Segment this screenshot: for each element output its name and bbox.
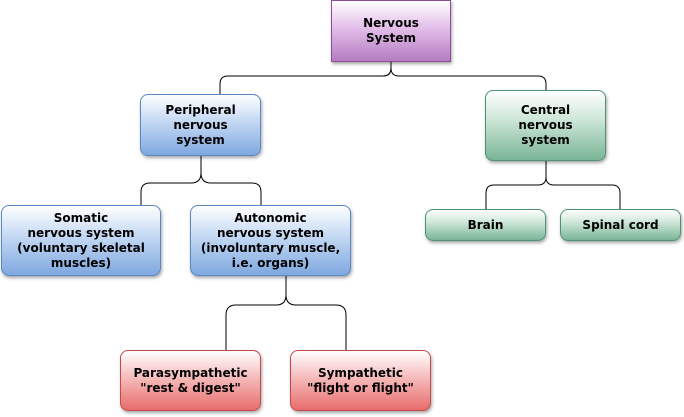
node-parasympathetic-label: Parasympathetic "rest & digest"	[133, 365, 248, 395]
node-central-label: Central nervous system	[518, 103, 573, 147]
node-spinal-cord: Spinal cord	[560, 209, 681, 241]
node-autonomic-nervous-system: Autonomic nervous system (involuntary mu…	[190, 205, 351, 276]
node-peripheral-nervous-system: Peripheral nervous system	[140, 94, 261, 156]
connector-peripheral-to-autonomic	[200, 172, 262, 205]
node-nervous-system-label: Nervous System	[363, 16, 419, 45]
connector-central-to-spinal-cord	[545, 176, 621, 209]
connector-autonomic-to-sympathetic	[285, 294, 347, 350]
node-somatic-label: Somatic nervous system (voluntary skelet…	[17, 210, 145, 270]
node-nervous-system: Nervous System	[331, 0, 451, 62]
connector-root-to-central	[390, 67, 547, 91]
node-brain-label: Brain	[467, 217, 504, 232]
node-autonomic-label: Autonomic nervous system (involuntary mu…	[200, 210, 341, 270]
node-central-nervous-system: Central nervous system	[485, 90, 606, 161]
node-somatic-nervous-system: Somatic nervous system (voluntary skelet…	[1, 205, 161, 276]
connector-peripheral-to-somatic	[140, 172, 202, 205]
node-peripheral-label: Peripheral nervous system	[165, 102, 236, 147]
connector-autonomic-to-parasympathetic	[225, 294, 287, 350]
connector-central-to-brain	[485, 176, 547, 209]
node-spinal-cord-label: Spinal cord	[582, 217, 659, 232]
node-sympathetic: Sympathetic "flight or flight"	[290, 350, 431, 411]
node-brain: Brain	[425, 209, 546, 241]
connector-root-to-peripheral	[219, 67, 392, 95]
node-sympathetic-label: Sympathetic "flight or flight"	[307, 365, 414, 395]
node-parasympathetic: Parasympathetic "rest & digest"	[120, 350, 261, 411]
